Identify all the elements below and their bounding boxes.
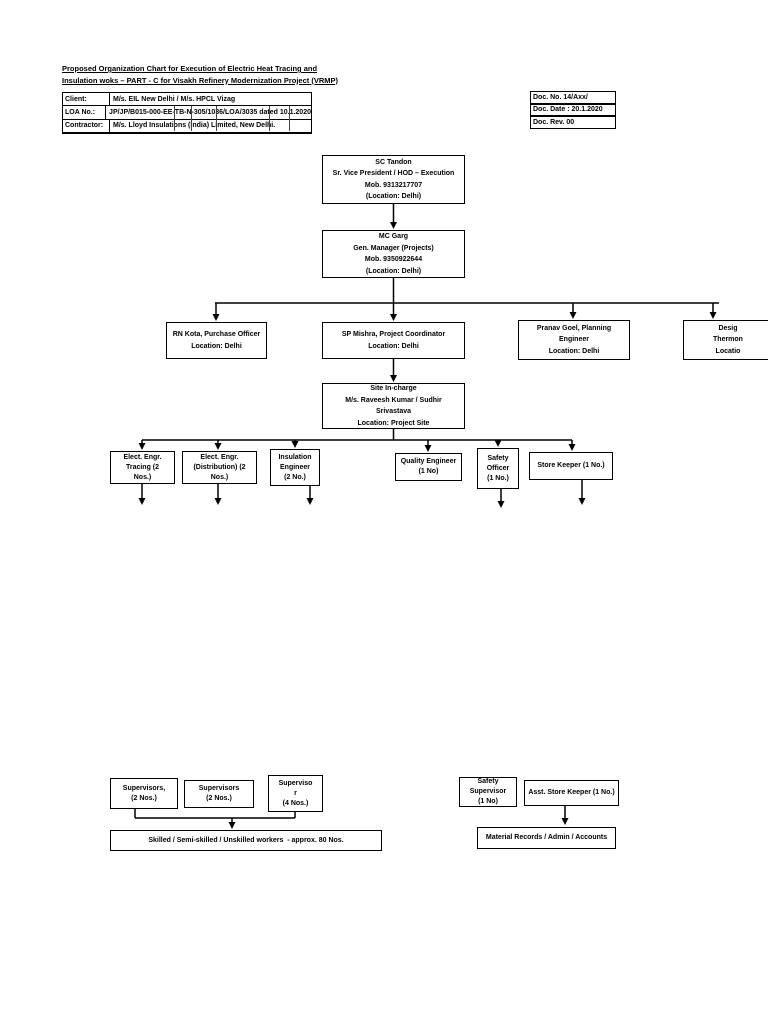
org-box-supervisors-2: Supervisors (2 Nos.)	[184, 780, 254, 808]
org-box-supervisors-1: Supervisors, (2 Nos.)	[110, 778, 178, 809]
org-box-quality-engineer: Quality Engineer (1 No)	[395, 453, 462, 481]
org-box-insulation-engineer: Insulation Engineer (2 No.)	[270, 449, 320, 486]
row-value: M/s. EIL New Delhi / M/s. HPCL Vizag	[113, 95, 236, 103]
doc-date-box: Doc. Date : 20.1.2020	[530, 103, 616, 116]
table-gridline	[174, 106, 175, 131]
table-row-contractor: Contractor: M/s. Lloyd Insulations (Indi…	[63, 119, 311, 133]
table-gridline	[216, 106, 217, 131]
org-box-asst-store-keeper: Asst. Store Keeper (1 No.)	[524, 780, 619, 806]
row-label: LOA No.:	[63, 106, 107, 119]
row-value: JP/JP/B015-000-EE-TB-N-305/1036/LOA/3035…	[109, 108, 311, 116]
doc-no-box: Doc. No. 14/Axx/	[530, 91, 616, 104]
org-box-sp-mishra: SP Mishra, Project Coordinator Location:…	[322, 322, 465, 359]
table-gridline	[269, 106, 270, 131]
table-row-loa: LOA No.: JP/JP/B015-000-EE-TB-N-305/1036…	[63, 106, 311, 120]
page-title: Proposed Organization Chart for Executio…	[62, 63, 338, 86]
table-row-client: Client: M/s. EIL New Delhi / M/s. HPCL V…	[63, 93, 311, 107]
org-box-rn-kota: RN Kota, Purchase Officer Location: Delh…	[166, 322, 267, 359]
title-line-2: Insulation woks – PART - C for Visakh Re…	[62, 75, 339, 85]
org-box-mc-garg: MC Garg Gen. Manager (Projects) Mob. 935…	[322, 230, 465, 278]
doc-rev-box: Doc. Rev. 00	[530, 116, 616, 129]
org-box-site-incharge: Site In-charge M/s. Raveesh Kumar / Sudh…	[322, 383, 465, 429]
org-box-safety-supervisor: Safety Supervisor (1 No)	[459, 777, 517, 807]
org-box-pranav-goel: Pranav Goel, Planning Engineer Location:…	[518, 320, 630, 360]
row-label: Contractor:	[63, 119, 110, 132]
org-box-elect-engr-tracing: Elect. Engr. Tracing (2 Nos.)	[110, 451, 175, 484]
org-box-safety-officer: Safety Officer (1 No.)	[477, 448, 519, 489]
org-box-elect-engr-distribution: Elect. Engr. (Distribution) (2 Nos.)	[182, 451, 257, 484]
org-box-store-keeper: Store Keeper (1 No.)	[529, 452, 613, 480]
org-box-material-records: Material Records / Admin / Accounts	[477, 827, 616, 849]
org-box-sc-tandon: SC Tandon Sr. Vice President / HOD – Exe…	[322, 155, 465, 204]
org-box-workers: Skilled / Semi-skilled / Unskilled worke…	[110, 830, 382, 851]
org-box-design-thermon: Desig Thermon Locatio	[683, 320, 768, 360]
table-gridline	[289, 106, 290, 131]
org-box-supervisors-3: Superviso r (4 Nos.)	[268, 775, 323, 812]
project-info-table: Client: M/s. EIL New Delhi / M/s. HPCL V…	[62, 92, 312, 134]
table-gridline	[191, 106, 192, 131]
title-line-1: Proposed Organization Chart for Executio…	[62, 64, 318, 73]
row-value: M/s. Lloyd Insulations (India) Limited, …	[113, 122, 276, 130]
row-label: Client:	[63, 93, 110, 106]
